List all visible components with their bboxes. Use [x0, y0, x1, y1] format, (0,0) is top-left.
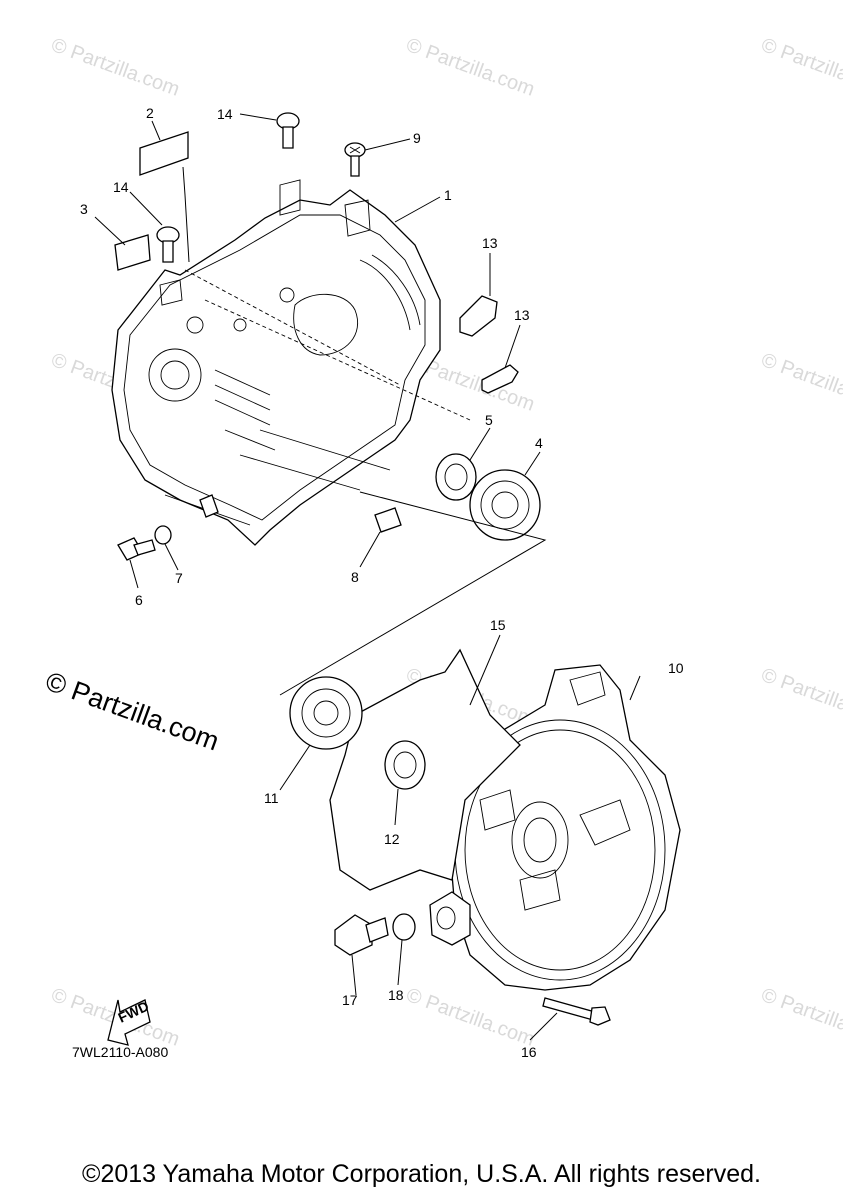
callout-4: 4: [535, 435, 543, 451]
callout-3: 3: [80, 201, 88, 217]
callout-14-left: 14: [113, 179, 129, 195]
callout-15: 15: [490, 617, 506, 633]
part-6-bolt: [117, 537, 156, 561]
faint-watermark: © Partzilla.com: [758, 34, 843, 101]
faint-watermark: © Partzilla.com: [758, 349, 843, 416]
diagram-code: 7WL2110-A080: [72, 1044, 169, 1060]
crankcase-drawing: [111, 179, 471, 546]
callout-8: 8: [351, 569, 359, 585]
part-18-o-ring: [392, 913, 416, 941]
part-2-label: [139, 131, 189, 176]
part-8-dowel: [374, 507, 402, 533]
faint-watermark: © Partzilla.com: [403, 34, 537, 101]
faint-watermark: © Partzilla.com: [758, 664, 843, 731]
callout-11: 11: [264, 790, 279, 806]
callout-16: 16: [521, 1044, 537, 1060]
callout-12: 12: [384, 831, 400, 847]
part-13-clip-lower: [481, 364, 519, 394]
callout-7: 7: [175, 570, 183, 586]
part-12-oil-seal: [384, 740, 426, 790]
callout-13-upper: 13: [482, 235, 498, 251]
part-14-plug-top: [276, 112, 300, 149]
part-7-washer: [154, 525, 172, 545]
callout-1: 1: [444, 187, 452, 203]
callouts: 2 14 9 14 1 3 13 13 5 4 7 8 6 15 10 11 1…: [80, 105, 684, 1060]
part-13-clip-upper: [459, 295, 498, 337]
faint-watermark: © Partzilla.com: [48, 34, 182, 101]
faint-watermark: © Partzilla.com: [758, 984, 843, 1051]
part-17-plug: [334, 914, 389, 956]
part-9-screw: [344, 142, 366, 177]
leader-lines: [94, 113, 641, 1041]
part-16-bolt: [542, 997, 611, 1026]
part-5-oil-seal: [435, 453, 477, 501]
callout-14-top: 14: [217, 106, 233, 122]
part-4-bearing: [469, 469, 541, 541]
callout-10: 10: [668, 660, 684, 676]
callout-5: 5: [485, 412, 493, 428]
callout-2: 2: [146, 105, 154, 121]
callout-9: 9: [413, 130, 421, 146]
fwd-arrow-icon: FWD: [107, 998, 151, 1046]
part-14-plug-left: [156, 226, 180, 263]
faint-watermark: © Partzilla.com: [403, 984, 537, 1051]
callout-17: 17: [342, 992, 358, 1008]
copyright-notice: ©2013 Yamaha Motor Corporation, U.S.A. A…: [82, 1160, 761, 1188]
callout-6: 6: [135, 592, 143, 608]
callout-13-lower: 13: [514, 307, 530, 323]
callout-18: 18: [388, 987, 404, 1003]
part-11-bearing: [289, 676, 363, 750]
